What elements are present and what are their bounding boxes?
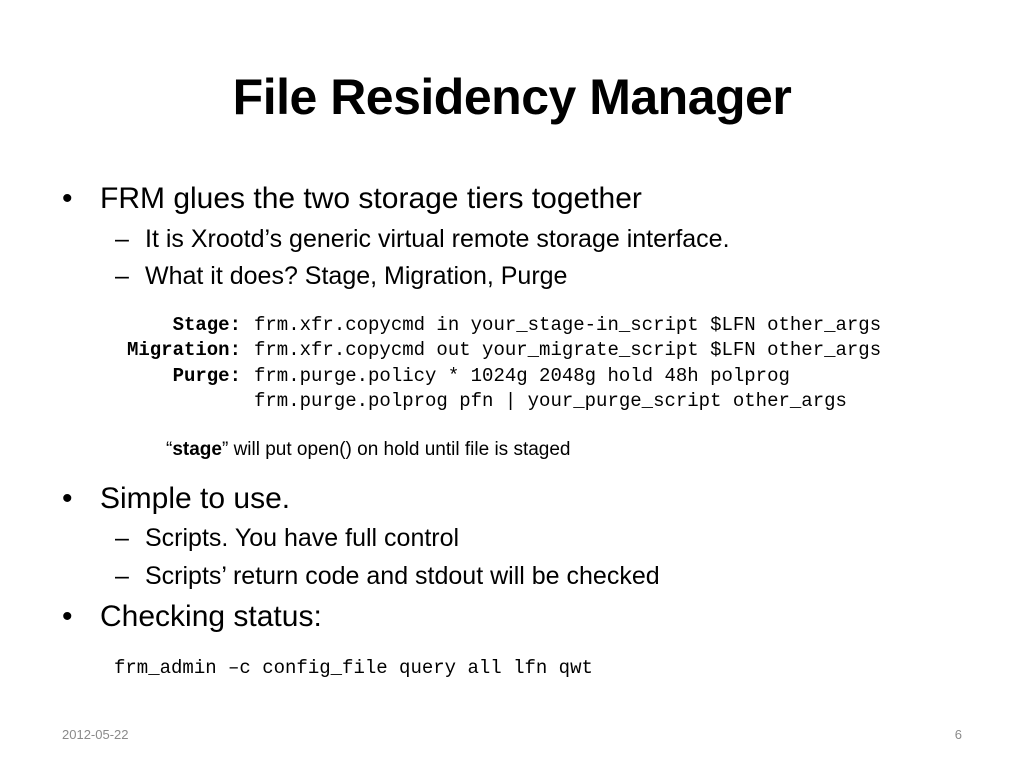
stage-value: frm.xfr.copycmd in your_stage-in_script … <box>254 314 882 336</box>
sub-bullet-text: Scripts’ return code and stdout will be … <box>145 562 660 590</box>
sub-bullet-item: –Scripts. You have full control <box>115 522 459 554</box>
stage-note: “stage” will put open() on hold until fi… <box>166 438 571 462</box>
note-open-quote: “ <box>166 439 173 460</box>
purge-value-2: frm.purge.polprog pfn | your_purge_scrip… <box>254 390 847 412</box>
bullet-icon: • <box>62 182 73 215</box>
status-command: frm_admin –c config_file query all lfn q… <box>114 657 593 679</box>
dash-icon: – <box>115 225 129 253</box>
migration-label: Migration: <box>126 339 241 361</box>
bullet-text: Checking status: <box>100 600 322 633</box>
sub-bullet-text: What it does? Stage, Migration, Purge <box>145 262 568 290</box>
bullet-item: • FRM glues the two storage tiers togethe… <box>62 180 642 218</box>
bullet-icon: • <box>62 482 73 515</box>
sub-bullet-item: –Scripts’ return code and stdout will be… <box>115 560 660 592</box>
migration-value: frm.xfr.copycmd out your_migrate_script … <box>254 339 882 361</box>
bullet-text: FRM glues the two storage tiers together <box>100 182 642 215</box>
note-text: ” will put open() on hold until file is … <box>221 439 571 460</box>
note-keyword: stage <box>172 439 222 460</box>
bullet-text: Simple to use. <box>100 482 291 515</box>
stage-label: Stage: <box>172 314 241 336</box>
page-number: 6 <box>954 727 962 742</box>
bullet-icon: • <box>62 600 73 633</box>
footer-date: 2012-05-22 <box>62 727 129 742</box>
dash-icon: – <box>115 262 129 290</box>
bullet-item: • Simple to use. <box>62 480 290 518</box>
sub-bullet-text: Scripts. You have full control <box>145 524 460 552</box>
dash-icon: – <box>115 524 129 552</box>
sub-bullet-item: –What it does? Stage, Migration, Purge <box>115 260 567 292</box>
purge-value: frm.purge.policy * 1024g 2048g hold 48h … <box>254 365 790 387</box>
purge-label: Purge: <box>172 365 241 387</box>
sub-bullet-text: It is Xrootd’s generic virtual remote st… <box>145 225 730 253</box>
sub-bullet-item: –It is Xrootd’s generic virtual remote s… <box>115 223 730 255</box>
slide-title: File Residency Manager <box>232 69 792 125</box>
bullet-item: • Checking status: <box>62 598 322 636</box>
dash-icon: – <box>115 562 129 590</box>
